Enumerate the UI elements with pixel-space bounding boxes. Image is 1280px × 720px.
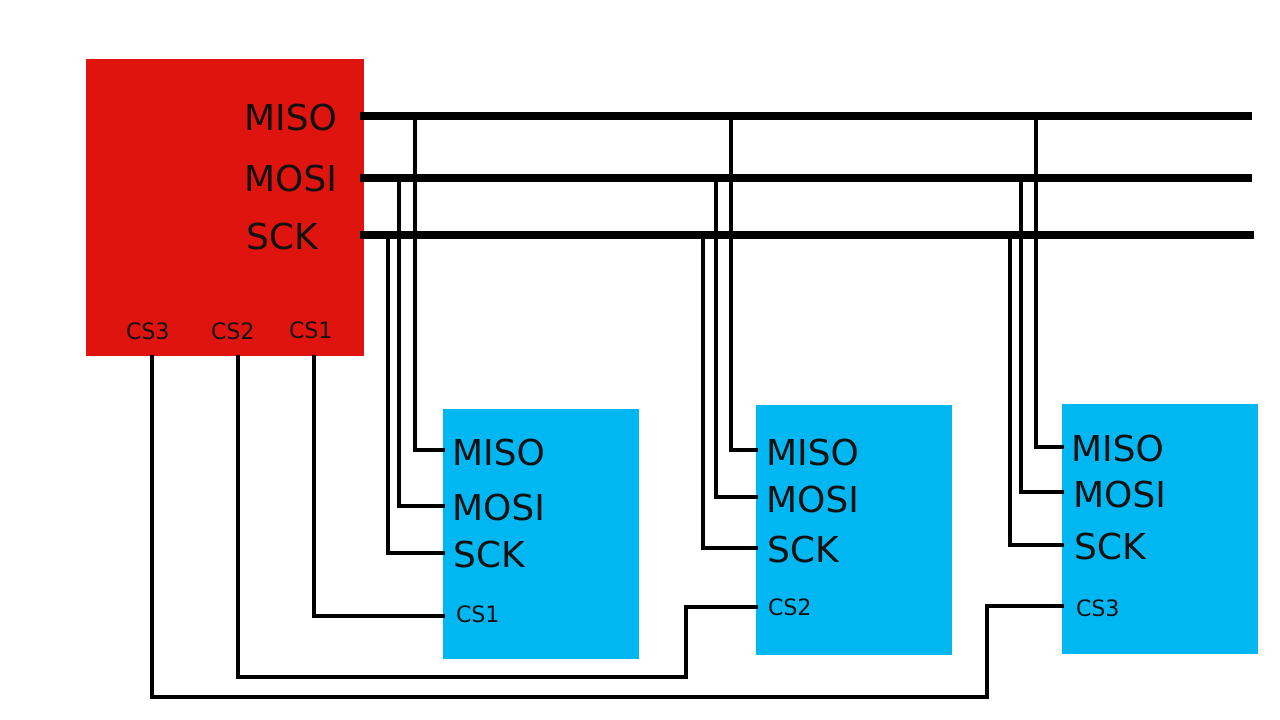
master-sck-label: SCK	[246, 217, 319, 258]
wire-slave1-miso	[413, 116, 445, 452]
wire-slave2-sck	[701, 235, 758, 550]
slave1-miso-label: MISO	[452, 433, 545, 474]
master-miso-label: MISO	[244, 98, 337, 139]
wire-slave1-mosi	[397, 178, 445, 508]
slave-device-1	[443, 409, 639, 659]
slave-device-3	[1062, 404, 1258, 654]
slave1-cs-label: CS1	[456, 603, 499, 628]
slave3-mosi-label: MOSI	[1073, 475, 1166, 516]
slave-device-2	[756, 405, 952, 655]
wire-cs1	[312, 355, 445, 618]
slave3-sck-label: SCK	[1074, 527, 1147, 568]
master-cs2-label: CS2	[211, 320, 254, 345]
slave3-cs-label: CS3	[1076, 597, 1119, 622]
slave2-sck-label: SCK	[767, 530, 840, 571]
wire-slave3-mosi	[1019, 178, 1064, 494]
wire-cs2	[236, 355, 758, 679]
slave2-mosi-label: MOSI	[766, 480, 859, 521]
master-mosi-label: MOSI	[244, 159, 337, 200]
slave2-miso-label: MISO	[766, 433, 859, 474]
master-cs1-label: CS1	[289, 319, 332, 344]
slave1-sck-label: SCK	[453, 535, 526, 576]
wire-slave2-mosi	[714, 178, 758, 499]
wire-cs3	[150, 355, 1064, 699]
wire-slave3-miso	[1034, 116, 1064, 449]
wire-slave2-miso	[729, 116, 758, 452]
wire-slave3-sck	[1008, 235, 1064, 547]
slave1-mosi-label: MOSI	[452, 488, 545, 529]
slave3-miso-label: MISO	[1071, 429, 1164, 470]
master-cs3-label: CS3	[126, 320, 169, 345]
slave2-cs-label: CS2	[768, 596, 811, 621]
master-device	[86, 59, 364, 356]
wire-slave1-sck	[386, 235, 445, 555]
